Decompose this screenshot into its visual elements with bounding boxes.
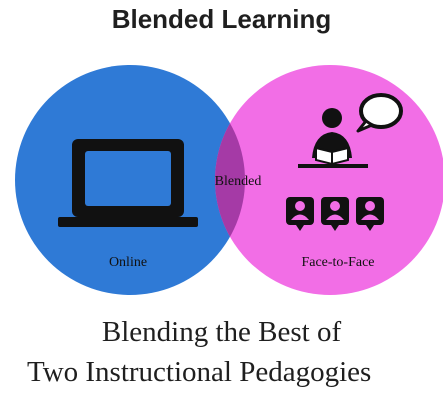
student-icon: [286, 197, 314, 231]
face-to-face-label: Face-to-Face: [301, 255, 374, 270]
blended-label: Blended: [215, 174, 262, 189]
teacher-reading-icon: [298, 108, 368, 168]
laptop-icon: [58, 139, 198, 227]
speech-bubble-icon: [356, 93, 403, 133]
online-label: Online: [109, 255, 147, 270]
caption-line-1: Blending the Best of: [101, 316, 342, 348]
caption-line-2: Two Instructional Pedagogies: [27, 356, 372, 388]
student-icon: [321, 197, 349, 231]
student-icon: [356, 197, 384, 231]
page-title: Blended Learning: [111, 4, 332, 34]
